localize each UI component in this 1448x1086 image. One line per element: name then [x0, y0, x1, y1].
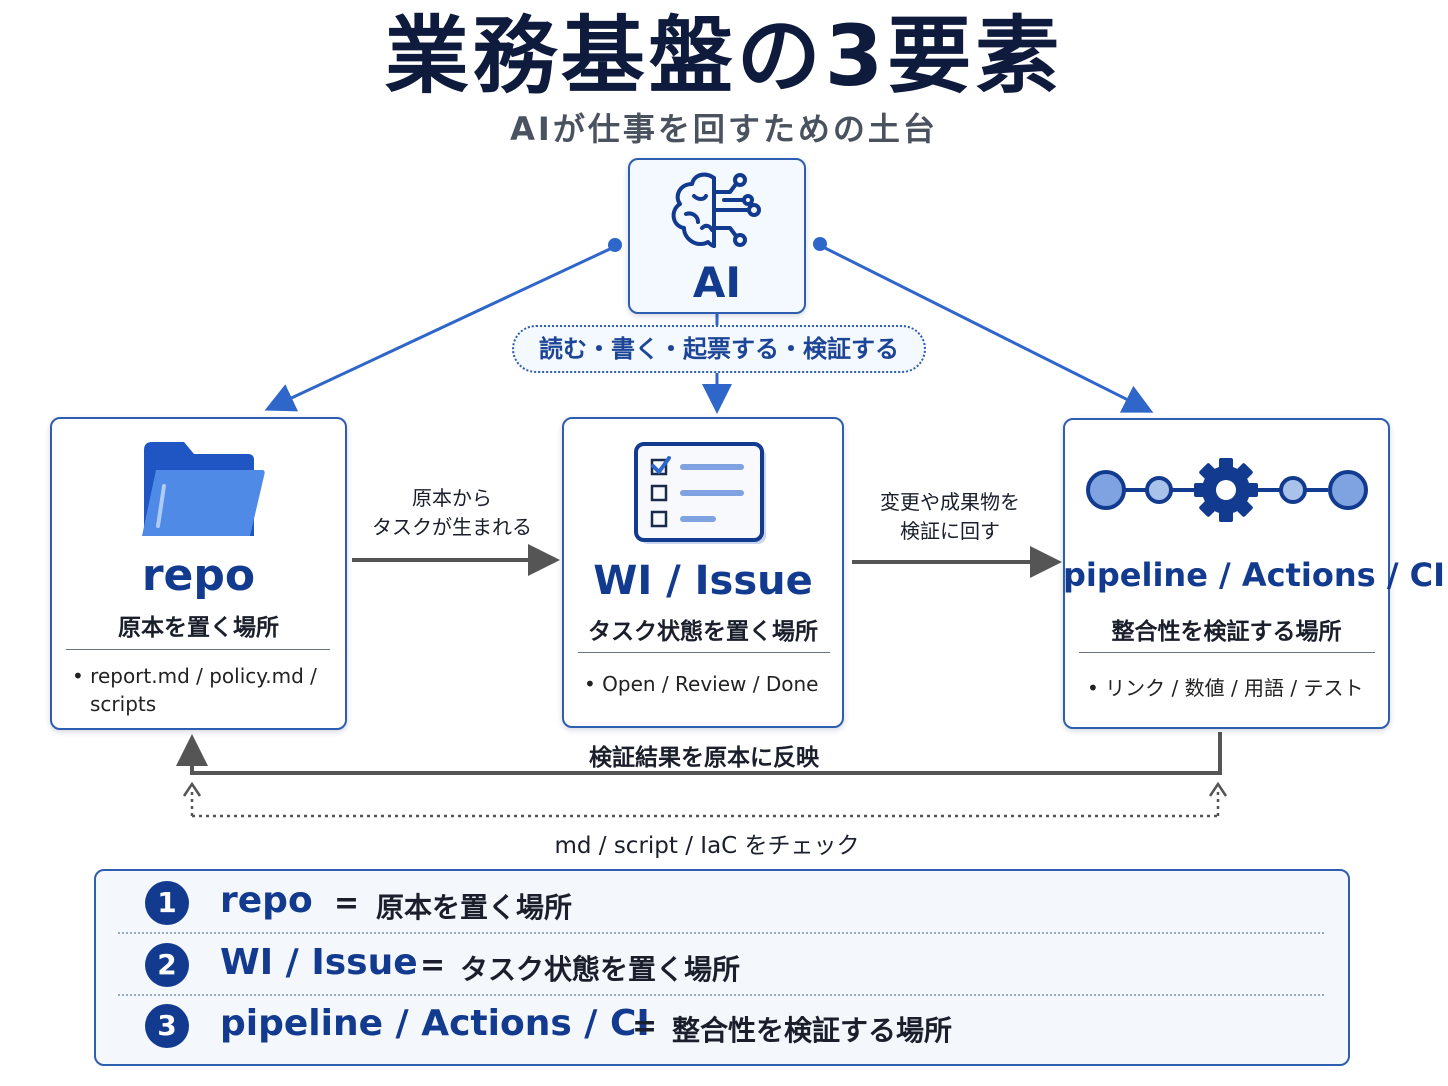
pipeline-gear-icon [1086, 458, 1368, 522]
legend-name-2: WI / Issue [220, 942, 418, 983]
repo-to-wi-note: 原本から タスクが生まれる [352, 484, 552, 542]
check-dotted-arrow [182, 781, 1228, 818]
legend-desc-2: タスク状態を置く場所 [460, 953, 741, 986]
ai-box [628, 158, 806, 314]
wi-bullet-text: Open / Review / Done [602, 672, 819, 696]
legend-desc-1: 原本を置く場所 [376, 891, 573, 924]
legend-name-3: pipeline / Actions / CI [220, 1003, 650, 1044]
pipeline-subtitle: 整合性を検証する場所 [1111, 619, 1342, 645]
ai-to-pipeline-arrow [813, 237, 1154, 413]
bullet-dot: • [72, 664, 84, 688]
legend-box [94, 869, 1350, 1066]
wi-to-pipeline-note-line2: 検証に回す [900, 519, 1000, 543]
repo-bullet-line1: report.md / policy.md / [90, 664, 317, 688]
wi-subtitle: タスク状態を置く場所 [588, 619, 818, 645]
feedback-label: 検証結果を原本に反映 [589, 745, 819, 771]
ai-label: AI [692, 258, 742, 307]
check-label: md / script / IaC をチェック [554, 833, 860, 859]
legend-divider [118, 994, 1324, 996]
bullet-dot: • [584, 672, 596, 696]
repo-divider [66, 649, 330, 650]
legend-divider [118, 932, 1324, 934]
repo-title: repo [141, 550, 256, 601]
pipeline-bullet: • リンク / 数値 / 用語 / テスト [1087, 672, 1364, 701]
wi-to-pipeline-note-line1: 変更や成果物を [880, 490, 1020, 514]
repo-to-wi-note-line2: タスクが生まれる [372, 515, 532, 539]
pipeline-bullet-text: リンク / 数値 / 用語 / テスト [1105, 676, 1364, 700]
brain-circuit-icon [671, 172, 761, 248]
legend-name-1: repo [220, 880, 313, 921]
repo-bullet: • report.md / policy.md / [72, 664, 317, 688]
bullet-dot: • [1087, 676, 1099, 700]
page-subtitle: AIが仕事を回すための土台 [510, 110, 938, 148]
repo-to-wi-note-line1: 原本から [412, 486, 492, 510]
legend-number-3: 3 [145, 1004, 189, 1048]
legend-number-1: 1 [145, 881, 189, 925]
wi-bullet: • Open / Review / Done [584, 672, 818, 696]
legend-number-2: 2 [145, 943, 189, 987]
pipeline-divider [1079, 652, 1375, 653]
wi-title: WI / Issue [593, 558, 813, 604]
ai-actions-pill: 読む・書く・起票する・検証する [512, 325, 926, 373]
wi-divider [578, 652, 830, 653]
legend-eq-2: = [420, 948, 446, 983]
legend-eq-3: = [632, 1009, 658, 1044]
pipeline-title: pipeline / Actions / CI [1063, 556, 1446, 594]
wi-to-pipeline-note: 変更や成果物を 検証に回す [852, 488, 1048, 546]
legend-eq-1: = [334, 886, 360, 921]
feedback-arrow [176, 732, 1222, 775]
legend-desc-3: 整合性を検証する場所 [672, 1014, 953, 1047]
checklist-icon [634, 442, 766, 544]
repo-subtitle: 原本を置く場所 [118, 615, 279, 641]
repo-bullet-line2: scripts [90, 692, 157, 716]
folder-icon [142, 442, 265, 536]
page-title: 業務基盤の3要素 [384, 7, 1064, 105]
ai-to-repo-arrow [264, 238, 622, 412]
